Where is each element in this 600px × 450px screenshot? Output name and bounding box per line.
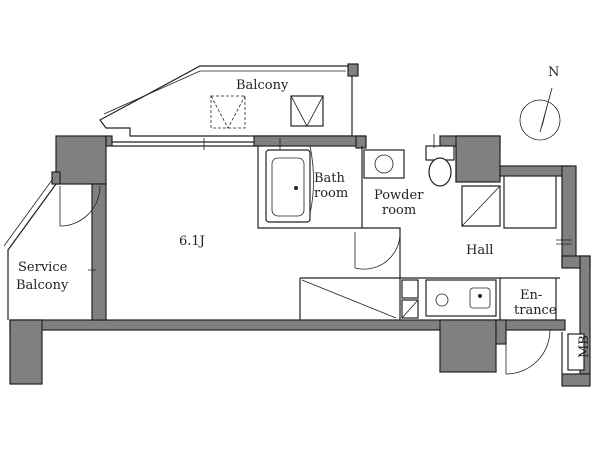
washbasin	[363, 149, 405, 179]
powder-room-label-2: room	[382, 203, 416, 218]
compass-icon: N	[519, 65, 561, 141]
partitions	[257, 146, 585, 374]
powder-room-label-1: Powder	[374, 188, 424, 203]
bathroom-label-2: room	[314, 186, 348, 201]
toilet	[425, 145, 455, 187]
hall-label: Hall	[466, 243, 493, 258]
window-marks	[88, 134, 572, 271]
meter-box-label: MB	[577, 335, 592, 358]
bathtub	[265, 149, 311, 223]
main-room-label: 6.1J	[179, 234, 205, 249]
kitchen	[425, 279, 497, 317]
balcony-area	[99, 63, 359, 137]
entrance-label-2: trance	[514, 303, 557, 318]
walls	[3, 135, 591, 387]
meter-box	[567, 333, 585, 371]
north-label: N	[548, 65, 559, 80]
entrance-label-1: En-	[520, 288, 542, 303]
balcony-label: Balcony	[236, 78, 289, 93]
service-balcony-label-2: Balcony	[16, 278, 69, 293]
balcony-hatch	[290, 95, 324, 127]
balcony-hatch-dashed	[210, 95, 246, 129]
service-balcony-label-1: Service	[18, 260, 68, 275]
bathroom-label-1: Bath	[314, 171, 346, 186]
